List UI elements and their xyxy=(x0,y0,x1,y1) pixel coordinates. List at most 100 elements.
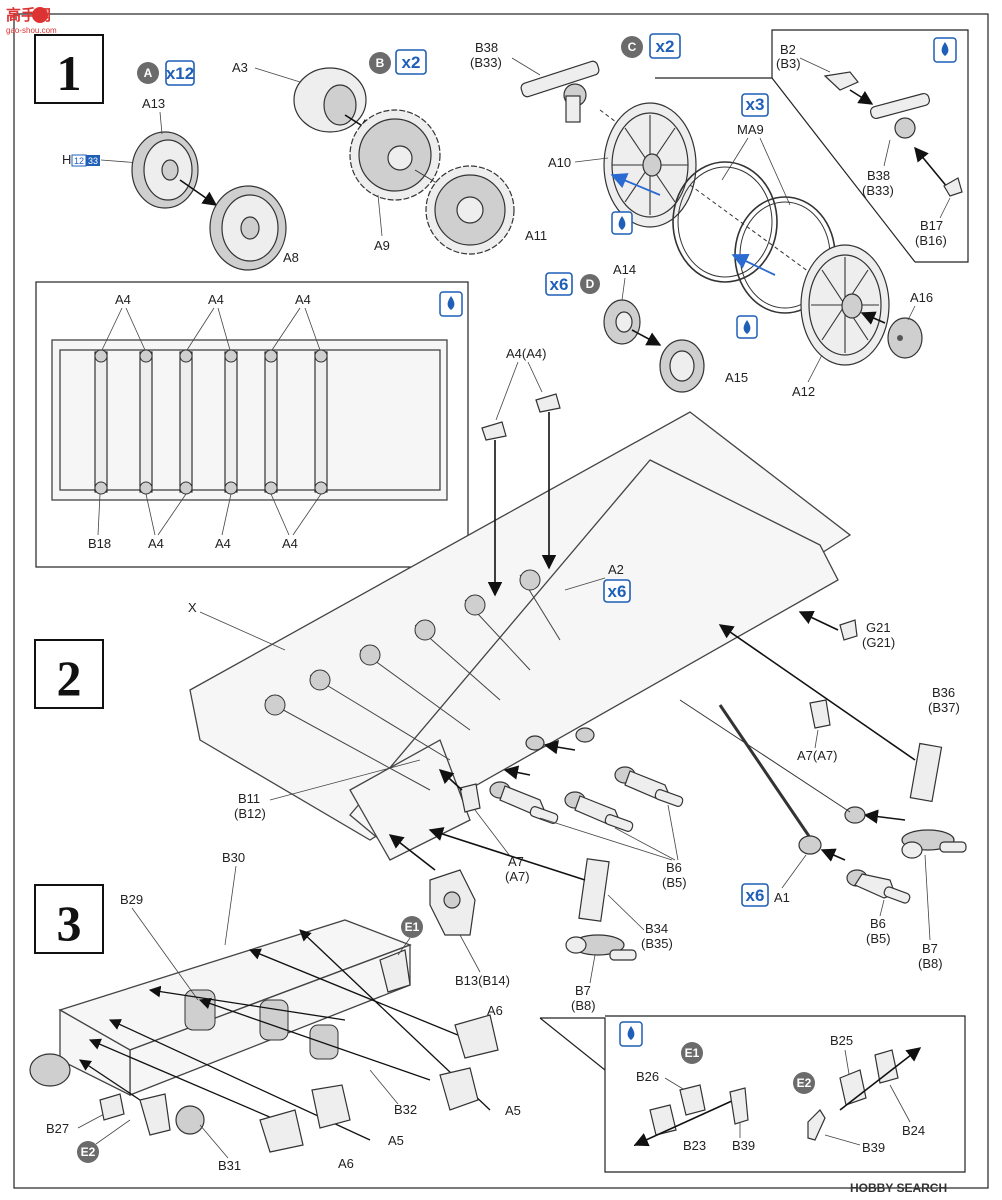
part-label: B6 xyxy=(666,860,682,875)
return-roller-a15 xyxy=(659,339,705,393)
part-label: (B12) xyxy=(234,806,266,821)
svg-text:A4: A4 xyxy=(208,292,224,307)
idler-wheel-a10 xyxy=(603,102,697,228)
part-label: X xyxy=(188,600,197,615)
svg-text:B25: B25 xyxy=(830,1033,853,1048)
svg-text:x2: x2 xyxy=(402,53,421,72)
svg-text:A4: A4 xyxy=(282,536,298,551)
sprue-badge-e2: E2 xyxy=(77,1141,99,1163)
svg-text:x6: x6 xyxy=(746,886,765,905)
part-label: B7 xyxy=(575,983,591,998)
hull-x xyxy=(189,411,852,861)
road-wheel-a13 xyxy=(131,131,199,209)
hub-cap-a3 xyxy=(293,67,367,133)
idler-axle-b38 xyxy=(520,60,600,123)
svg-text:D: D xyxy=(586,277,595,291)
svg-text:x3: x3 xyxy=(746,95,765,114)
svg-text:B39: B39 xyxy=(862,1140,885,1155)
part-label: B31 xyxy=(218,1158,241,1173)
part-label: (B8) xyxy=(918,956,943,971)
part-label: B38 xyxy=(475,40,498,55)
part-label: B7 xyxy=(922,941,938,956)
sprocket-a11 xyxy=(425,165,515,255)
svg-text:B2: B2 xyxy=(780,42,796,57)
final-drive-b13 xyxy=(429,869,476,936)
qty-badge: x12 xyxy=(165,60,195,86)
part-label: (B5) xyxy=(866,931,891,946)
part-label: B13(B14) xyxy=(455,973,510,988)
sprue-badge-e1: E1 xyxy=(401,916,423,938)
svg-text:B26: B26 xyxy=(636,1069,659,1084)
glue-icon xyxy=(611,211,633,235)
part-label: (B35) xyxy=(641,936,673,951)
svg-text:E1: E1 xyxy=(405,920,420,934)
step-1: 1 A x12 B x2 C x2 H 12 xyxy=(34,29,969,399)
footer-watermark: HOBBY SEARCH xyxy=(850,1181,947,1195)
watermark-logo: 高手网 gao-shou.com xyxy=(6,6,57,35)
part-label: A11 xyxy=(525,228,547,243)
part-label: A4(A4) xyxy=(506,346,546,361)
suspension-arms-b6 xyxy=(489,766,684,832)
part-label: B11 xyxy=(238,791,260,806)
qty-badge: x6 xyxy=(603,579,631,603)
bracket-a6 xyxy=(259,1014,499,1153)
return-roller-a14 xyxy=(603,299,641,345)
svg-text:(B3): (B3) xyxy=(776,56,801,71)
svg-text:HOBBY SEARCH: HOBBY SEARCH xyxy=(850,1181,947,1195)
part-label: A15 xyxy=(725,370,748,385)
svg-text:B23: B23 xyxy=(683,1138,706,1153)
svg-text:(B33): (B33) xyxy=(862,183,894,198)
part-label: A9 xyxy=(374,238,390,253)
step-number: 3 xyxy=(57,895,82,951)
part-label: A13 xyxy=(142,96,165,111)
qty-badge: x6 xyxy=(741,883,769,907)
svg-text:x2: x2 xyxy=(656,37,675,56)
part-label: A5 xyxy=(388,1133,404,1148)
part-label: A10 xyxy=(548,155,571,170)
svg-text:B24: B24 xyxy=(902,1123,925,1138)
svg-text:E2: E2 xyxy=(81,1145,96,1159)
suspension-arm-b6 xyxy=(846,869,911,904)
svg-text:(B16): (B16) xyxy=(915,233,947,248)
qty-badge: x2 xyxy=(649,33,681,59)
part-label: B27 xyxy=(46,1121,69,1136)
bracket-g21 xyxy=(839,619,858,641)
svg-text:B: B xyxy=(376,56,385,70)
detail-inset-torsion-bars: A4 A4 A4 A4 A4 A4 B18 xyxy=(35,281,469,568)
sprue-badge-d: D xyxy=(580,274,600,294)
part-label: A1 xyxy=(774,890,790,905)
paint-reference: H 12 33 xyxy=(62,152,141,167)
sprue-badge-e1: E1 xyxy=(681,1042,703,1064)
part-label: B6 xyxy=(870,916,886,931)
svg-text:高手网: 高手网 xyxy=(6,6,51,24)
part-label: (B33) xyxy=(470,55,502,70)
part-label: A12 xyxy=(792,384,815,399)
svg-text:E2: E2 xyxy=(797,1076,812,1090)
glue-icon xyxy=(619,1021,643,1047)
svg-text:x6: x6 xyxy=(608,582,627,601)
step-number: 2 xyxy=(57,650,82,706)
part-label: MA9 xyxy=(737,122,764,137)
svg-text:A4: A4 xyxy=(115,292,131,307)
qty-badge: x3 xyxy=(741,93,769,117)
svg-text:gao-shou.com: gao-shou.com xyxy=(6,26,57,35)
svg-text:x12: x12 xyxy=(166,64,194,83)
part-label: A6 xyxy=(487,1003,503,1018)
part-label: B36 xyxy=(932,685,955,700)
svg-text:B17: B17 xyxy=(920,218,943,233)
part-label: B32 xyxy=(394,1102,417,1117)
sprue-badge-e2: E2 xyxy=(793,1072,815,1094)
part-label: (G21) xyxy=(862,635,895,650)
step-number-box xyxy=(34,34,104,104)
svg-text:33: 33 xyxy=(88,156,98,166)
part-label: A8 xyxy=(283,250,299,265)
step-number: 1 xyxy=(57,45,82,101)
glue-icon xyxy=(933,37,957,63)
idler-mount-b36 xyxy=(901,742,967,859)
sprue-badge-a: A xyxy=(137,62,159,84)
part-label: A3 xyxy=(232,60,248,75)
svg-text:E1: E1 xyxy=(685,1046,700,1060)
part-label: (B8) xyxy=(571,998,596,1013)
qty-badge: x2 xyxy=(395,49,427,75)
